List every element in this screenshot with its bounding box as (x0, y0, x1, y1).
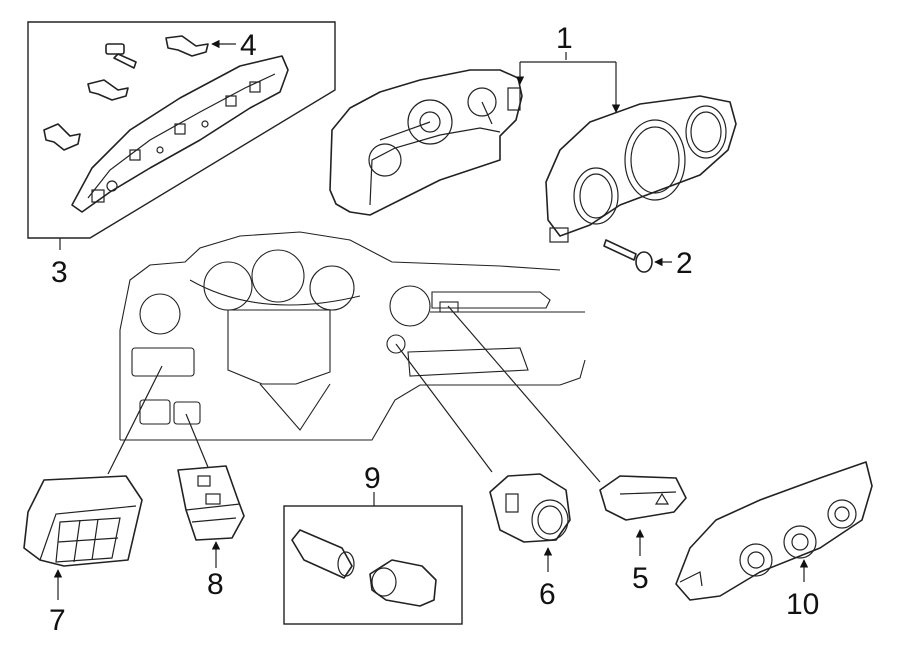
callout-3: 3 (51, 256, 68, 289)
callout-1: 1 (556, 22, 573, 55)
callout-1-leader (515, 52, 621, 113)
hazard-switch-5 (599, 475, 687, 556)
bezel-kit-box (27, 21, 336, 250)
callout-9: 9 (364, 462, 381, 495)
start-button-6 (489, 473, 571, 572)
instrument-cluster-front (545, 95, 737, 243)
callout-10: 10 (786, 588, 819, 621)
callout-7: 7 (49, 604, 66, 637)
cluster-bezel-part (71, 55, 289, 213)
power-outlet-box (283, 492, 463, 625)
callout-8: 8 (207, 568, 224, 601)
screw-2-part (603, 239, 672, 273)
callout-5: 5 (632, 562, 649, 595)
switch-panel-7 (23, 475, 143, 600)
climate-control-10 (675, 461, 873, 601)
callout-4: 4 (240, 29, 257, 62)
clip-part (43, 35, 209, 151)
part-leader-lines (107, 305, 601, 483)
dashboard-outline (119, 231, 586, 441)
callout-6: 6 (539, 578, 556, 611)
callout-2: 2 (676, 247, 693, 280)
switch-8 (177, 465, 245, 568)
instrument-cluster-rear (329, 69, 523, 216)
screw-part (105, 43, 137, 69)
